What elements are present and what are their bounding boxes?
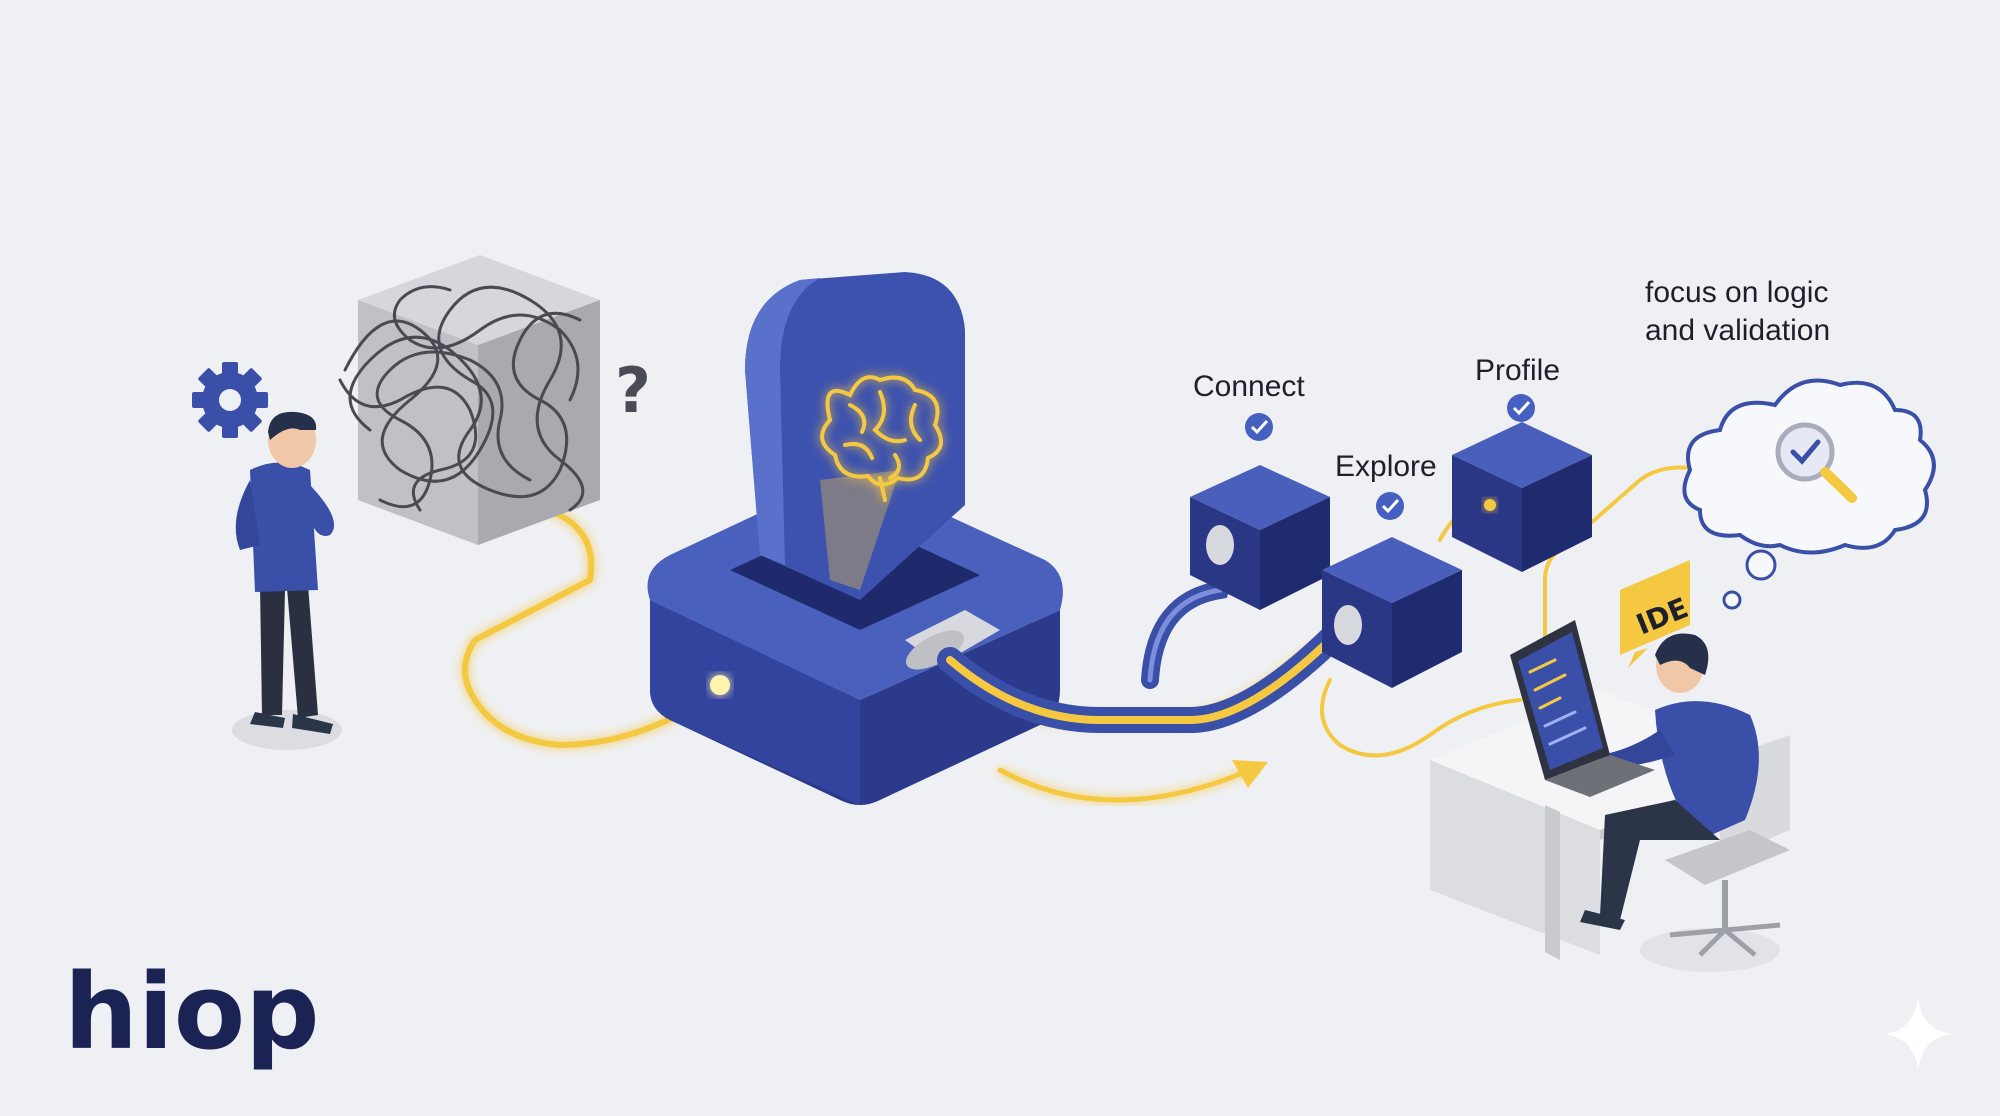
check-icon: [1376, 492, 1404, 520]
check-icon: [1507, 394, 1535, 422]
check-icon: [1245, 413, 1273, 441]
thought-cloud-icon: [1684, 381, 1934, 609]
label-connect: Connect: [1193, 370, 1305, 403]
brand-logo: hiop: [64, 951, 320, 1073]
cube-profile: [1452, 422, 1592, 572]
sparkle-icon: [1884, 998, 1952, 1070]
label-focus-line1: focus on logic: [1645, 276, 1828, 309]
developer-at-desk: [1430, 620, 1790, 972]
question-mark: ?: [615, 354, 651, 427]
label-explore: Explore: [1335, 450, 1437, 483]
label-profile: Profile: [1475, 354, 1560, 387]
cube-explore: [1322, 537, 1462, 688]
gear-icon: [192, 362, 268, 438]
thinking-person: [232, 412, 342, 750]
flow-arrow: [1000, 770, 1250, 800]
label-focus-line2: and validation: [1645, 314, 1830, 347]
hub-input-glow: [710, 675, 730, 695]
ai-hub: [648, 272, 1063, 805]
tangled-cube-icon: [340, 255, 600, 545]
